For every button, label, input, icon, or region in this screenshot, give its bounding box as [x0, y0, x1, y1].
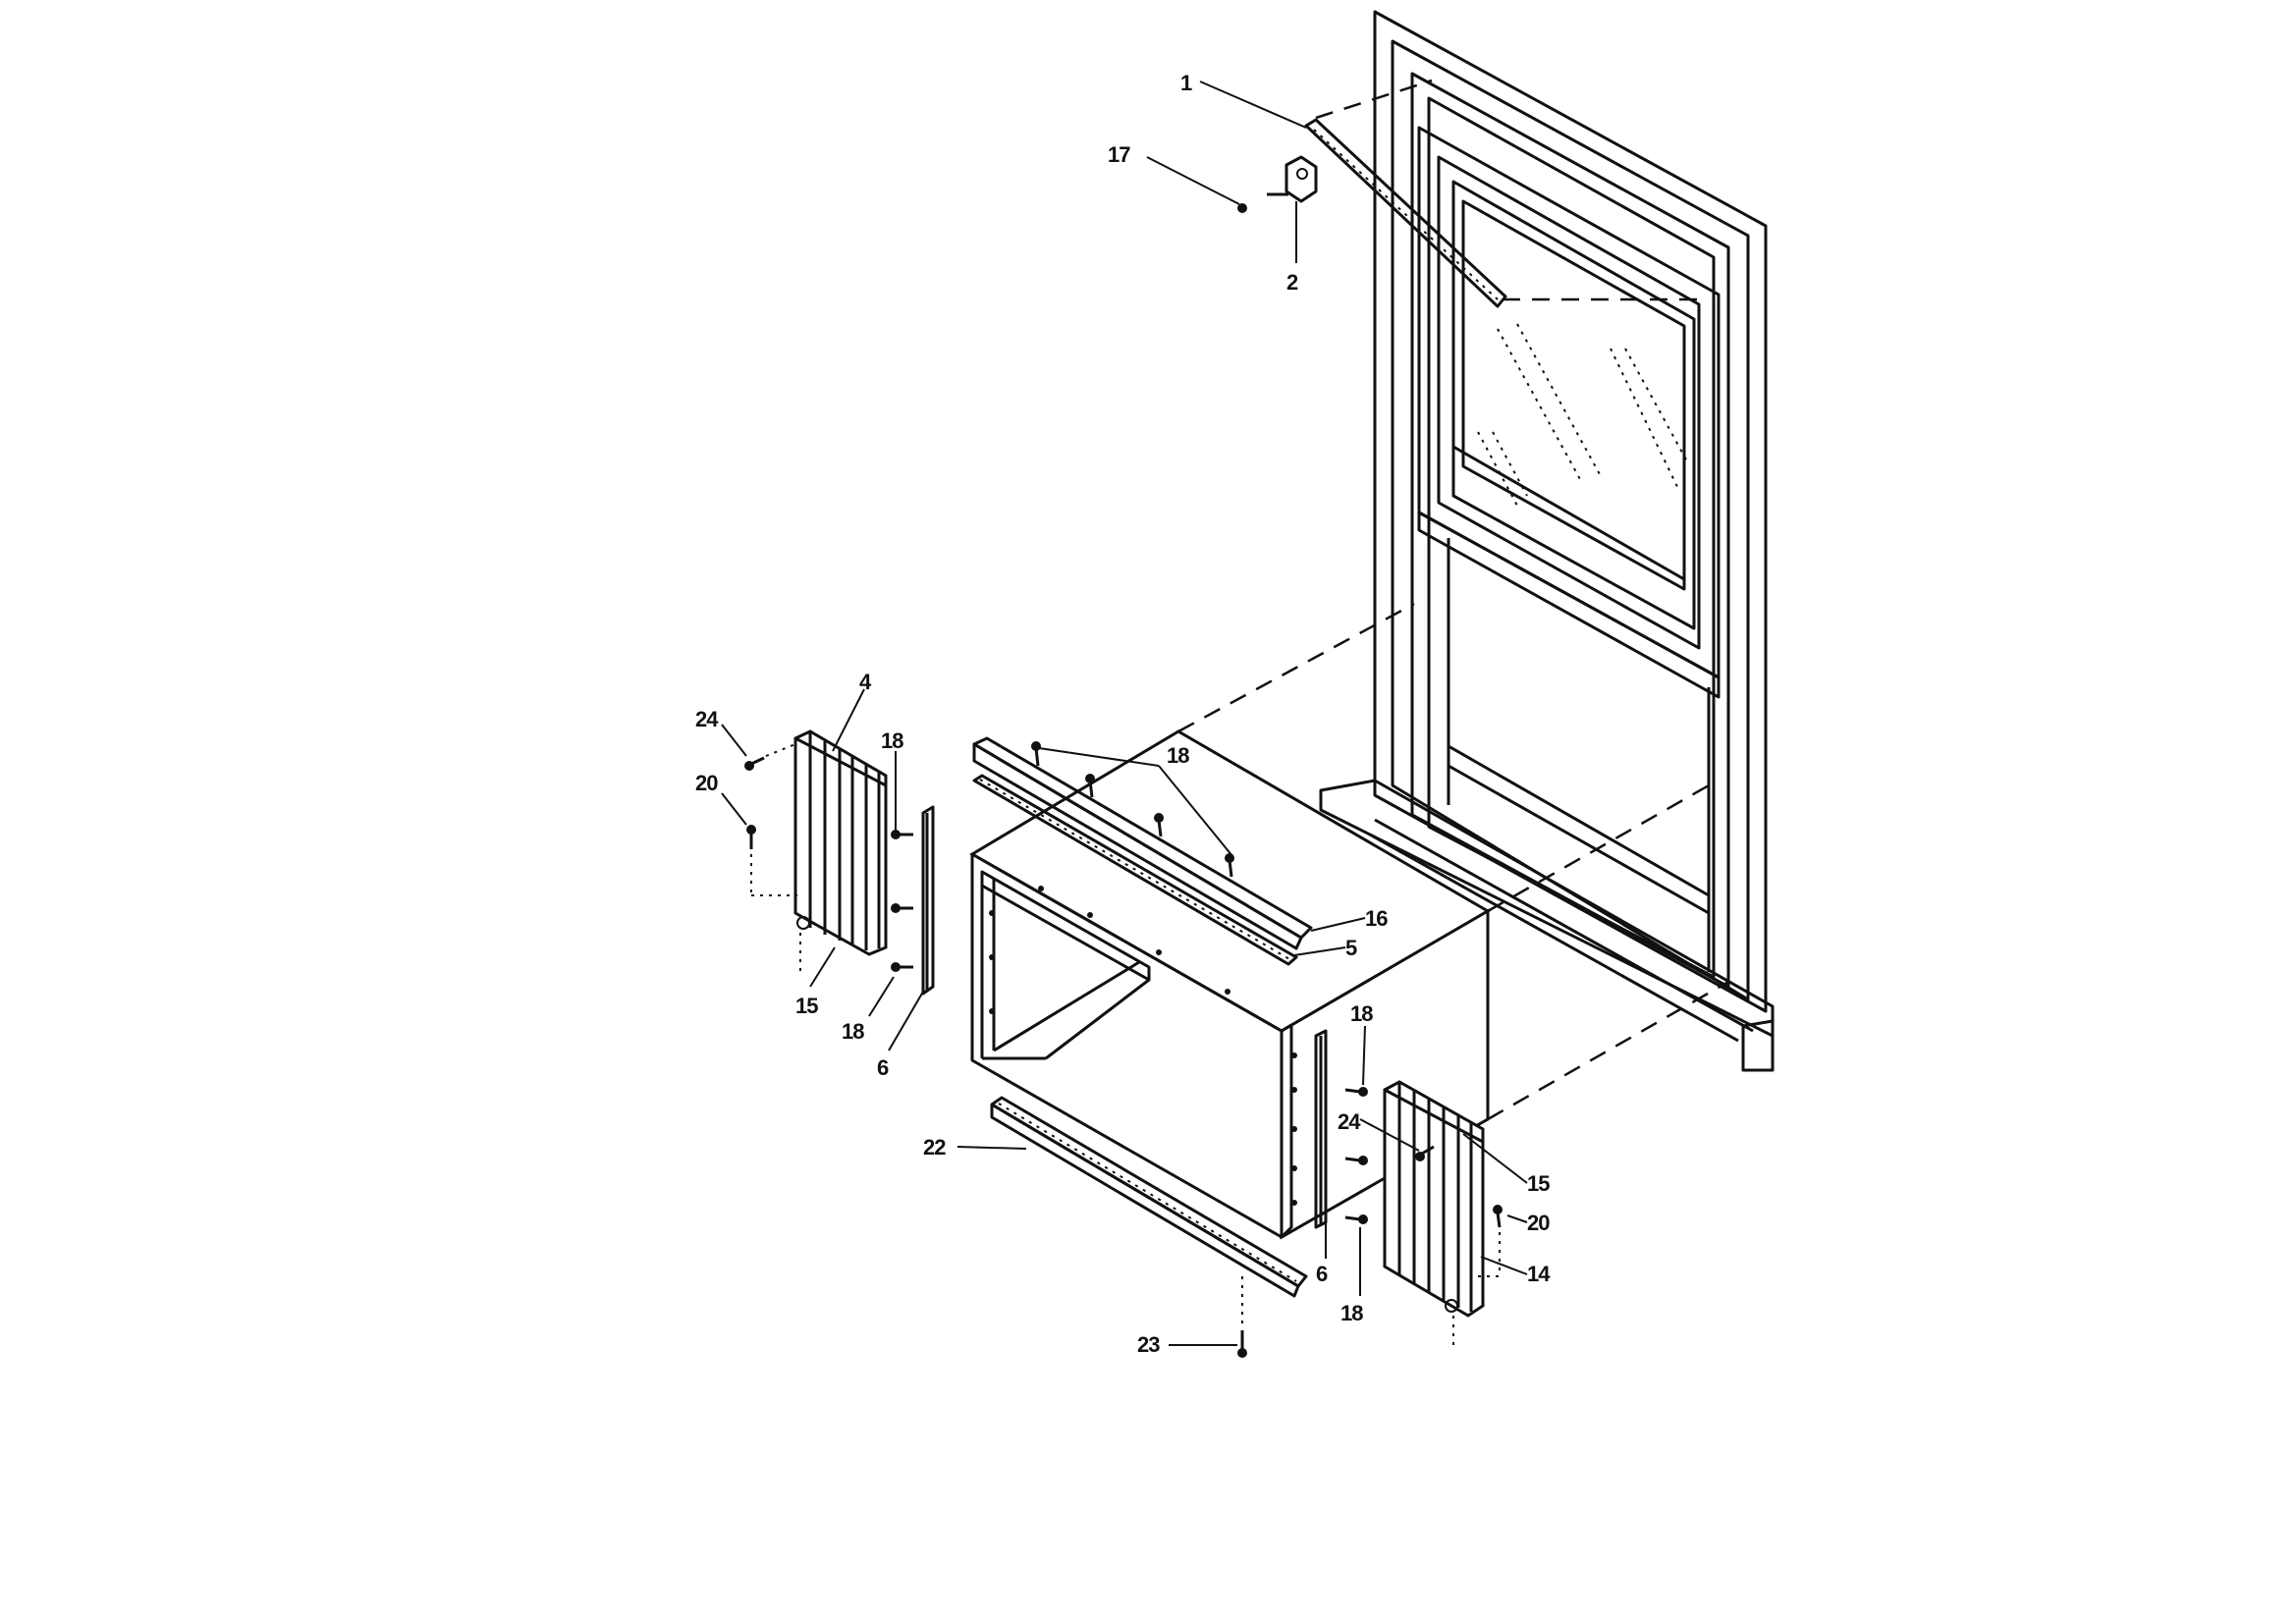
label-part-18-right-bottom: 18	[1340, 1301, 1363, 1325]
part-5-gasket	[972, 774, 1298, 966]
label-part-1: 1	[1180, 71, 1192, 95]
label-part-24-right: 24	[1338, 1109, 1361, 1134]
label-part-14: 14	[1527, 1262, 1551, 1286]
screws-18-right	[1344, 1087, 1368, 1224]
label-part-2: 2	[1286, 270, 1298, 295]
part-17-screw	[1237, 203, 1247, 213]
part-6-right-strip	[1314, 1029, 1328, 1229]
screws-18-left	[891, 830, 913, 972]
left-curtain-panel	[793, 729, 888, 956]
label-part-18-left-bottom: 18	[842, 1019, 864, 1044]
label-part-15-left: 15	[795, 994, 818, 1018]
label-part-22: 22	[923, 1135, 946, 1160]
label-part-23: 23	[1137, 1332, 1160, 1357]
label-part-15-right: 15	[1527, 1171, 1550, 1196]
right-curtain-panel	[1383, 1080, 1485, 1318]
label-part-6-left: 6	[877, 1055, 889, 1080]
label-part-17: 17	[1108, 142, 1130, 167]
screws-24-20-left	[744, 743, 801, 972]
part-2-bracket	[1267, 155, 1318, 203]
part-22-bottom-rail	[990, 1096, 1308, 1298]
screws-24-20-right	[1415, 1145, 1503, 1350]
part-23-screw	[1237, 1276, 1247, 1358]
alignment-dashes	[1177, 79, 1729, 1121]
label-part-24-left: 24	[695, 707, 719, 731]
label-part-18-left-top: 18	[881, 728, 903, 753]
label-part-20-left: 20	[695, 771, 718, 795]
label-part-16: 16	[1365, 906, 1388, 931]
label-part-4: 4	[859, 670, 872, 694]
label-part-18-top: 18	[1167, 743, 1189, 768]
label-part-20-right: 20	[1527, 1211, 1550, 1235]
part-number-labels: 1 17 2 4 24 20 18 15 18 6 18 16 5 18 24 …	[695, 71, 1552, 1357]
part-6-left-strip	[921, 805, 935, 996]
label-part-5: 5	[1345, 936, 1357, 960]
label-part-18-right-top: 18	[1350, 1001, 1373, 1026]
label-part-6-right: 6	[1316, 1262, 1328, 1286]
window-frame	[1373, 10, 1768, 1013]
window-sill	[1319, 779, 1775, 1072]
leader-lines	[721, 81, 1528, 1346]
part-16-top-angle	[972, 736, 1313, 950]
part-1-top-rail	[1304, 118, 1507, 308]
